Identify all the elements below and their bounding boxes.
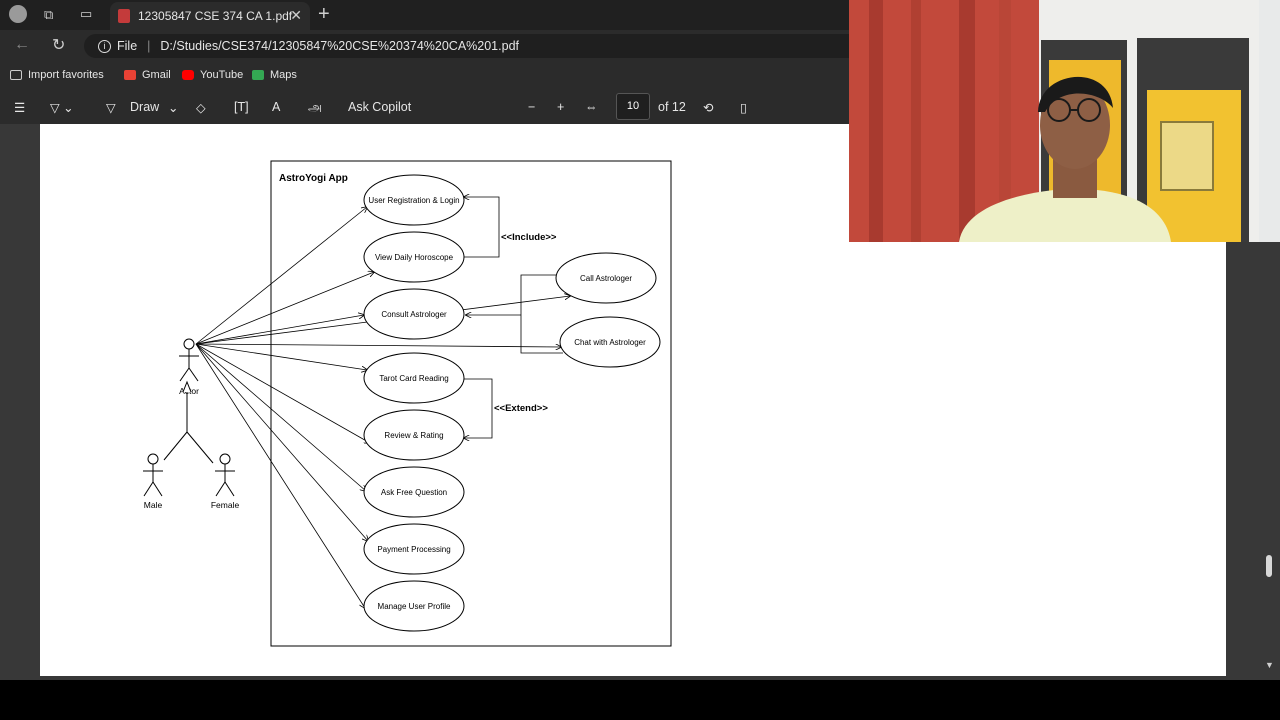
draw-icon[interactable]: ▽	[106, 101, 116, 115]
fit-page-icon[interactable]: ⇔	[585, 100, 598, 114]
address-scheme-label: File	[117, 39, 138, 53]
tab-title: 12305847 CSE 374 CA 1.pdf	[138, 9, 293, 23]
use-case-label: User Registration & Login	[368, 196, 459, 205]
page-view-icon[interactable]: ▯	[740, 101, 747, 115]
use-case-label: Call Astrologer	[580, 274, 632, 283]
bookmark-import[interactable]: Import favorites	[10, 69, 104, 81]
tab-actions-icon[interactable]: ▭	[80, 6, 93, 21]
scroll-down-icon[interactable]: ▼	[1265, 660, 1274, 670]
refresh-icon[interactable]: ↻	[52, 37, 66, 54]
import-icon	[10, 70, 22, 80]
tab-pdf[interactable]: 12305847 CSE 374 CA 1.pdf ✕	[110, 2, 310, 30]
include-label: <<Include>>	[501, 232, 557, 243]
include-connector	[464, 197, 500, 258]
generalization-lines	[163, 380, 214, 464]
close-tab-icon[interactable]: ✕	[290, 7, 302, 23]
use-case-review: Review & Rating	[363, 409, 465, 461]
system-boundary	[270, 160, 672, 647]
consult-branch-connector	[466, 274, 563, 354]
bookmark-label: Maps	[270, 69, 297, 81]
bookmark-label: Import favorites	[28, 69, 104, 81]
maps-icon	[252, 70, 264, 80]
text-icon[interactable]: [T]	[234, 100, 249, 114]
use-case-call: Call Astrologer	[555, 252, 657, 304]
system-title: AstroYogi App	[279, 173, 348, 184]
bookmark-label: Gmail	[142, 69, 171, 81]
use-case-label: Review & Rating	[384, 431, 443, 440]
read-aloud-icon[interactable]: A	[272, 100, 281, 114]
info-icon[interactable]: i	[98, 39, 111, 53]
use-case-tarot: Tarot Card Reading	[363, 352, 465, 404]
actor-female	[215, 453, 235, 497]
address-url[interactable]: D:/Studies/CSE374/12305847%20CSE%20374%2…	[160, 39, 519, 53]
use-case-consult: Consult Astrologer	[363, 288, 465, 340]
scrollbar-thumb[interactable]	[1266, 555, 1272, 577]
youtube-icon	[182, 70, 194, 80]
page-total: of 12	[658, 100, 686, 114]
bookmark-label: YouTube	[200, 69, 244, 81]
actor-female-label: Female	[211, 500, 240, 510]
extend-connector	[464, 378, 493, 438]
rotate-icon[interactable]: ⟲	[703, 101, 714, 115]
zoom-out-icon[interactable]: −	[528, 100, 536, 114]
collections-icon[interactable]: ⧉	[44, 7, 54, 22]
translate-icon[interactable]: அ	[308, 100, 322, 114]
bookmark-maps[interactable]: Maps	[252, 69, 297, 81]
use-case-payment: Payment Processing	[363, 523, 465, 575]
use-case-registration: User Registration & Login	[363, 174, 465, 226]
webcam-feed	[849, 0, 1280, 242]
nav-bar: ← ↻	[0, 30, 1280, 62]
use-case-label: Chat with Astrologer	[574, 338, 646, 347]
erase-icon[interactable]: ◇	[196, 101, 206, 115]
bottom-bar	[0, 680, 1280, 720]
profile-avatar[interactable]	[9, 5, 27, 23]
address-bar[interactable]: i File | D:/Studies/CSE374/12305847%20CS…	[84, 34, 864, 58]
use-case-diagram: AstroYogi App Actor Male	[143, 160, 672, 647]
use-case-label: View Daily Horoscope	[375, 253, 454, 262]
association-lines	[195, 207, 570, 608]
use-case-question: Ask Free Question	[363, 466, 465, 518]
use-case-label: Payment Processing	[377, 545, 450, 554]
address-separator: |	[147, 39, 151, 53]
back-icon[interactable]: ←	[14, 36, 30, 53]
gmail-icon	[124, 70, 136, 80]
use-case-label: Consult Astrologer	[381, 310, 447, 319]
actor-male-label: Male	[144, 500, 163, 510]
draw-dropdown-icon[interactable]: ⌄	[168, 101, 179, 115]
bookmarks-bar: Import favorites Gmail YouTube Maps	[0, 62, 1280, 88]
actor-male	[143, 453, 163, 497]
ask-copilot-button[interactable]: Ask Copilot	[348, 100, 412, 114]
use-case-chat: Chat with Astrologer	[559, 316, 661, 368]
contents-icon[interactable]: ☰	[14, 101, 26, 115]
webcam-overlay	[849, 0, 1280, 242]
draw-button[interactable]: Draw	[130, 100, 160, 114]
use-case-label: Tarot Card Reading	[379, 374, 448, 383]
page-number-input[interactable]: 10	[616, 93, 650, 120]
bookmark-youtube[interactable]: YouTube	[182, 69, 243, 81]
bookmark-gmail[interactable]: Gmail	[124, 69, 171, 81]
pdf-file-icon	[118, 9, 130, 23]
actor-main	[179, 338, 199, 382]
use-case-label: Ask Free Question	[381, 488, 447, 497]
zoom-in-icon[interactable]: +	[557, 100, 565, 114]
new-tab-icon[interactable]: +	[318, 3, 330, 25]
extend-label: <<Extend>>	[494, 403, 548, 414]
highlight-icon[interactable]: ▽ ⌄	[50, 101, 74, 115]
use-case-horoscope: View Daily Horoscope	[363, 231, 465, 283]
use-case-profile: Manage User Profile	[363, 580, 465, 632]
use-case-label: Manage User Profile	[378, 602, 451, 611]
